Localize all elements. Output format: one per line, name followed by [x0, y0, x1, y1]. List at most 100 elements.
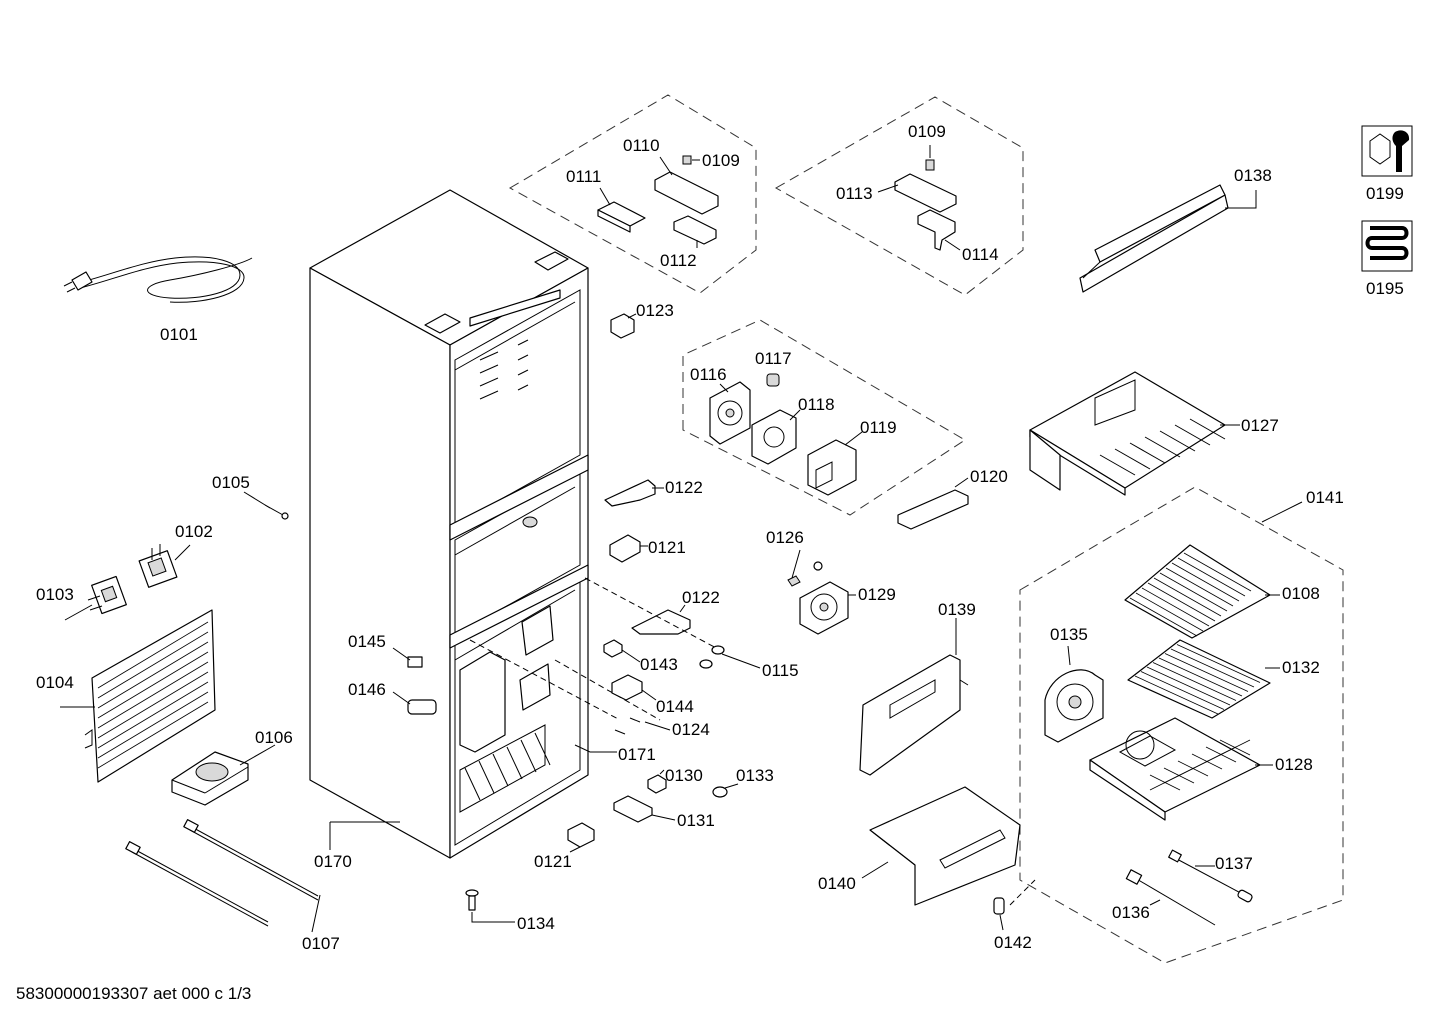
leader-0140	[861, 861, 889, 879]
hatch-line	[1146, 666, 1231, 706]
fan-cover-0116-icon	[709, 381, 751, 445]
group-outline-top-right-brackets	[774, 96, 1024, 296]
callout-0122a: 0122	[665, 478, 703, 497]
hatch-line	[534, 732, 551, 766]
leader-0141	[1261, 501, 1303, 523]
callout-0101: 0101	[160, 325, 198, 344]
sensor-0137-icon	[1168, 849, 1253, 903]
callout-0113: 0113	[836, 184, 873, 203]
callout-0111: 0111	[566, 167, 601, 186]
callout-0128: 0128	[1275, 755, 1313, 774]
spacer-0115b-icon	[699, 659, 713, 669]
heating-coil-icon	[1361, 220, 1413, 272]
hatch-line	[479, 377, 499, 387]
nut-0109a-icon	[682, 155, 692, 165]
callout-0136: 0136	[1112, 903, 1150, 922]
callout-0170: 0170	[314, 852, 352, 871]
leader-0134	[471, 912, 515, 923]
fan-motor-0118-icon	[751, 409, 797, 465]
hatch-line	[1129, 442, 1166, 464]
sensor-0136-icon	[1125, 869, 1216, 926]
leader-0126	[791, 549, 801, 579]
callout-0141: 0141	[1306, 488, 1344, 507]
callout-0135: 0135	[1050, 625, 1088, 644]
callout-0140: 0140	[818, 874, 856, 893]
evaporator-cover-0127-icon	[1029, 371, 1226, 496]
bracket-0113-icon	[894, 173, 957, 213]
spacer-0115a-icon	[711, 645, 725, 655]
condenser-coil-icon	[84, 609, 216, 783]
hatch-line	[97, 691, 209, 759]
hatch-line	[97, 651, 209, 719]
hatch-line	[520, 739, 537, 773]
hatch-line	[1165, 567, 1234, 607]
rail-0138-icon	[1079, 184, 1229, 293]
clip-0122b-icon	[631, 609, 691, 635]
callout-0146: 0146	[348, 680, 386, 699]
hatch-line	[1135, 592, 1204, 632]
washer-0126b-icon	[813, 561, 823, 571]
leader-0135	[1067, 645, 1071, 666]
callout-0107: 0107	[302, 934, 340, 953]
leader-0131	[651, 814, 676, 821]
leader-0119	[844, 431, 863, 446]
cover-0111-side	[597, 209, 631, 233]
callout-0137: 0137	[1215, 854, 1253, 873]
hatch-line	[1144, 436, 1181, 458]
plug-0142-icon	[993, 897, 1005, 915]
axis-line-0171	[469, 639, 621, 721]
overload-protector-icon	[87, 575, 127, 615]
callout-0134: 0134	[517, 914, 555, 933]
hatch-line	[1099, 454, 1136, 476]
callout-0109a: 0109	[702, 151, 740, 170]
fan-bracket-0119-icon	[807, 439, 857, 496]
leader-0171	[574, 744, 617, 753]
callout-0110: 0110	[623, 136, 660, 155]
leader-0121b	[569, 846, 581, 853]
hatch-line	[1158, 657, 1243, 697]
hatch-line	[492, 753, 509, 787]
callout-0123: 0123	[636, 301, 674, 320]
callout-0195: 0195	[1366, 279, 1404, 298]
callout-0112: 0112	[660, 251, 697, 270]
axis-line-0124	[554, 659, 661, 721]
hatch-line	[1159, 572, 1228, 612]
callout-0118: 0118	[798, 395, 835, 414]
bracket-0110-icon	[654, 171, 719, 215]
leader-0145	[392, 647, 411, 661]
callout-0138: 0138	[1234, 166, 1272, 185]
callout-0114: 0114	[962, 245, 999, 264]
starter-relay-icon	[138, 544, 178, 588]
hatch-line	[478, 760, 495, 794]
callout-0108: 0108	[1282, 584, 1320, 603]
fan-0129-icon	[799, 581, 849, 635]
hatch-line	[97, 621, 209, 689]
group-outline-top-left-brackets	[508, 94, 757, 294]
callout-0102: 0102	[175, 522, 213, 541]
leader-0115	[721, 653, 761, 669]
hinge-0112-icon	[673, 215, 717, 245]
callout-0144: 0144	[656, 697, 694, 716]
leader-0106	[239, 744, 276, 766]
hatch-line	[1171, 562, 1240, 602]
leader-0118	[789, 409, 801, 421]
leader-0146	[392, 691, 411, 705]
leader-0102	[174, 544, 191, 561]
drip-tray-0140-icon	[869, 786, 1021, 906]
group-outline-evaporator-assembly	[1019, 486, 1344, 964]
defrost-heater-0132-icon	[1127, 639, 1271, 719]
leader-0143	[621, 649, 641, 663]
leader-0138	[1225, 190, 1257, 209]
callout-0126: 0126	[766, 528, 804, 547]
hinge-0114-icon	[917, 209, 956, 251]
hatch-line	[517, 384, 529, 391]
callout-0120: 0120	[970, 467, 1008, 486]
callout-0132: 0132	[1282, 658, 1320, 677]
compressor-base-tray-icon	[171, 751, 249, 806]
callout-0139: 0139	[938, 600, 976, 619]
leader-0105	[243, 491, 271, 509]
hatch-line	[464, 767, 481, 801]
hatch-line	[517, 339, 529, 346]
axis-line-0142	[1009, 879, 1036, 906]
